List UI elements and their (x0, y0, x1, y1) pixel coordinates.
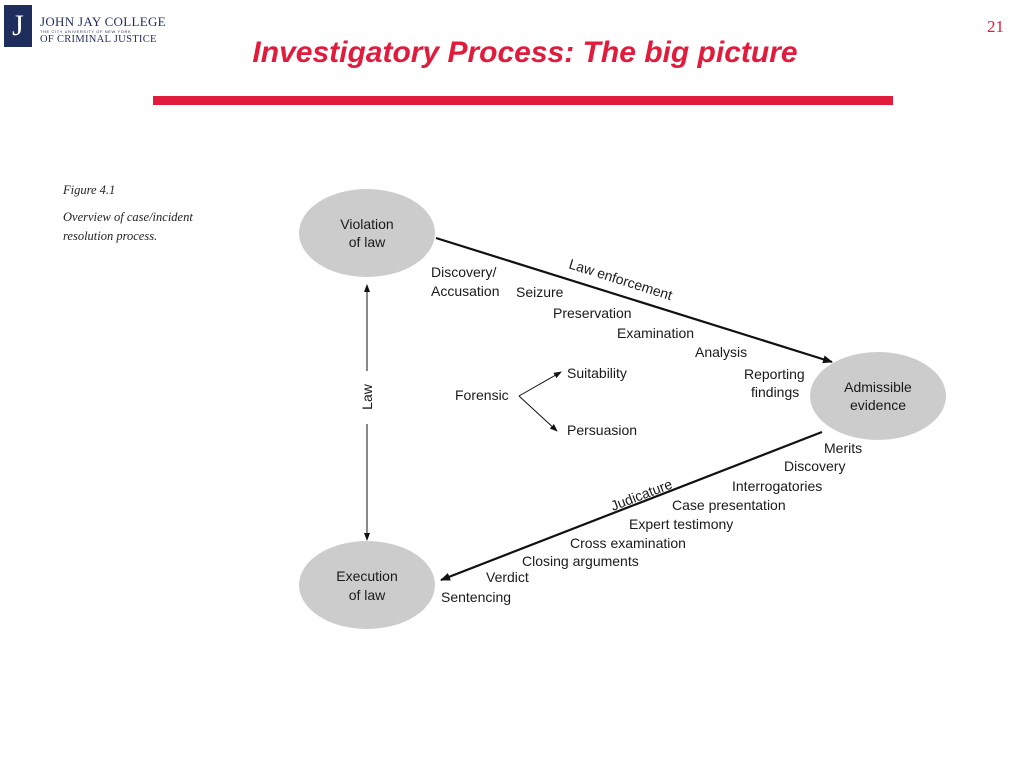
judicature-label: Judicature (608, 476, 674, 514)
logo-line-3: OF CRIMINAL JUSTICE (40, 34, 157, 45)
jstep-verdict: Verdict (486, 569, 529, 585)
jstep-interrogatories: Interrogatories (732, 478, 822, 494)
jstep-discovery: Discovery (784, 458, 845, 474)
execution-node (299, 541, 435, 629)
college-logo: J JOHN JAY COLLEGE THE CITY UNIVERSITY O… (0, 0, 166, 52)
step-discovery-accusation-2: Accusation (431, 283, 499, 299)
step-seizure: Seizure (516, 284, 564, 300)
figure-caption: Overview of case/incident resolution pro… (63, 210, 193, 243)
jstep-closing-arguments: Closing arguments (522, 553, 639, 569)
step-preservation: Preservation (553, 305, 632, 321)
admissible-node-line-1: Admissible (844, 379, 912, 395)
step-discovery-accusation-1: Discovery/ (431, 264, 496, 280)
jstep-sentencing: Sentencing (441, 589, 511, 605)
law-enforcement-arrow (435, 236, 833, 364)
admissible-evidence-node (810, 352, 946, 440)
jstep-cross-examination: Cross examination (570, 535, 686, 551)
violation-node-line-1: Violation (340, 216, 393, 232)
forensic-persuasion: Persuasion (567, 422, 637, 438)
logo-mark: J (4, 5, 32, 47)
figure-label: Figure 4.1 (63, 183, 116, 197)
forensic-branch-down (518, 395, 558, 432)
slide-title: Investigatory Process: The big picture (252, 36, 798, 69)
logo-line-2: THE CITY UNIVERSITY OF NEW YORK (40, 29, 132, 34)
law-label: Law (359, 383, 375, 410)
step-reporting-1: Reporting (744, 366, 805, 382)
execution-node-line-1: Execution (336, 568, 397, 584)
forensic-branch-up (518, 371, 562, 397)
violation-node-line-2: of law (349, 234, 386, 250)
admissible-node-line-2: evidence (850, 397, 906, 413)
jstep-merits: Merits (824, 440, 862, 456)
step-examination: Examination (617, 325, 694, 341)
violation-node (299, 189, 435, 277)
step-reporting-2: findings (751, 384, 799, 400)
step-analysis: Analysis (695, 344, 747, 360)
jstep-expert-testimony: Expert testimony (629, 516, 733, 532)
forensic-label: Forensic (455, 387, 509, 403)
judicature-arrow (440, 430, 823, 582)
title-underline (153, 96, 893, 105)
forensic-suitability: Suitability (567, 365, 627, 381)
jstep-case-presentation: Case presentation (672, 497, 786, 513)
execution-node-line-2: of law (349, 587, 386, 603)
logo-line-1: JOHN JAY COLLEGE (40, 14, 166, 29)
page-number: 21 (987, 17, 1004, 36)
